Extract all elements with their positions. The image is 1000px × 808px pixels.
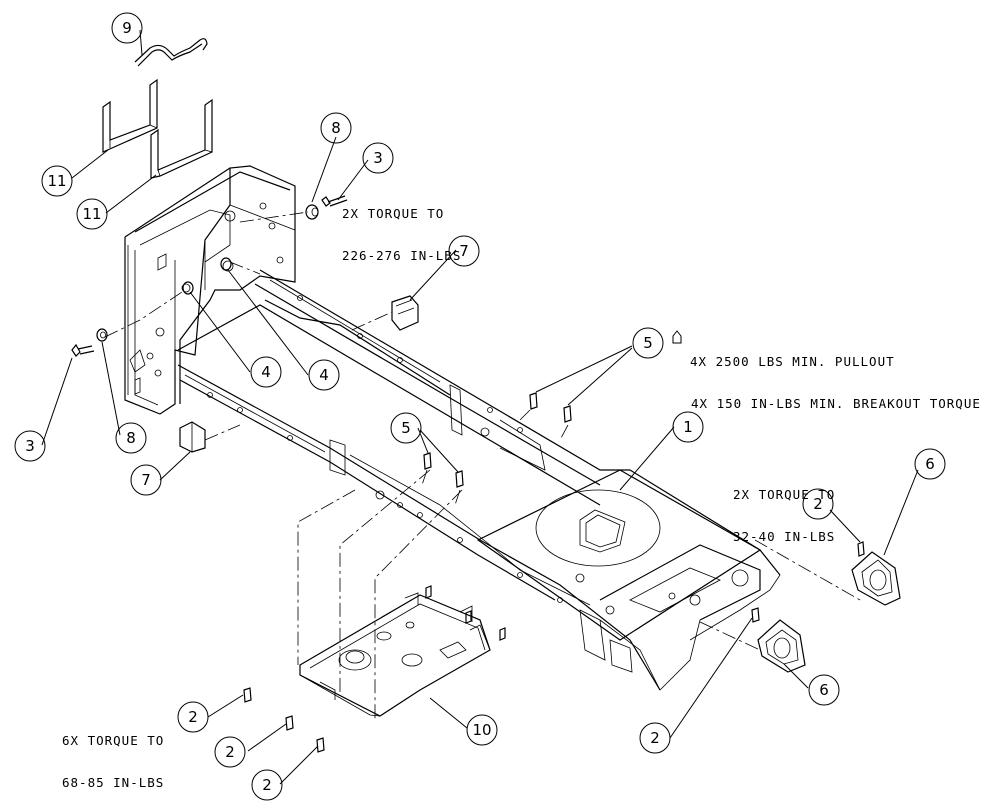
part-8-spacer-upper [305, 204, 319, 220]
svg-text:7: 7 [459, 242, 469, 260]
note-line: 68-85 IN-LBS [62, 775, 165, 790]
balloon-2-skid-left: 2 [177, 701, 209, 733]
note-pullout: 4X 2500 LBS MIN. PULLOUT 4X 150 IN-LBS M… [690, 327, 981, 425]
svg-text:2: 2 [813, 495, 823, 513]
svg-text:6: 6 [819, 681, 829, 699]
note-torque-68: 6X TORQUE TO 68-85 IN-LBS [62, 706, 164, 804]
svg-text:8: 8 [126, 429, 136, 447]
part-7-block-upper [391, 295, 419, 331]
balloon-9: 9 [111, 12, 143, 44]
svg-text:2: 2 [650, 729, 660, 747]
svg-text:9: 9 [122, 19, 132, 37]
note-line: 32-40 IN-LBS [733, 529, 836, 544]
part-8-spacer-left [96, 328, 108, 342]
svg-text:2: 2 [262, 776, 272, 794]
note-line: 6X TORQUE TO [62, 733, 165, 748]
part-3-bolt-left [71, 343, 95, 357]
balloon-5-center: 5 [390, 412, 422, 444]
svg-text:11: 11 [47, 172, 66, 190]
callout-balloons: 9 11 11 8 3 7 5 4 4 3 8 7 5 1 6 2 2 10 2… [14, 12, 946, 801]
balloon-8-upper: 8 [320, 112, 352, 144]
svg-text:10: 10 [472, 721, 491, 739]
note-line: 4X 2500 LBS MIN. PULLOUT [690, 354, 895, 369]
balloon-2-center: 2 [639, 722, 671, 754]
note-line: 2X TORQUE TO [342, 206, 445, 221]
svg-text:3: 3 [373, 149, 383, 167]
part-11-bracket-upper [102, 78, 158, 153]
part-6-mount-center [757, 619, 806, 673]
svg-text:8: 8 [331, 119, 341, 137]
pullout-note-marker [672, 330, 682, 344]
balloon-11-upper: 11 [41, 165, 73, 197]
part-9-wire-clip [134, 38, 208, 67]
svg-text:11: 11 [82, 205, 101, 223]
balloon-3-left: 3 [14, 430, 46, 462]
balloon-7-upper: 7 [448, 235, 480, 267]
balloon-5-right: 5 [632, 327, 664, 359]
balloon-6-center: 6 [808, 674, 840, 706]
balloon-3-upper: 3 [362, 142, 394, 174]
assembly-center-lines [104, 211, 861, 720]
balloon-2-right: 2 [802, 488, 834, 520]
svg-text:5: 5 [643, 334, 653, 352]
svg-text:1: 1 [683, 418, 693, 436]
leader-lines [41, 29, 919, 785]
balloon-2-skid-mid: 2 [214, 736, 246, 768]
part-11-bracket-lower [150, 98, 213, 179]
balloon-10: 10 [466, 714, 498, 746]
part-5-fasteners [423, 392, 572, 488]
svg-text:2: 2 [188, 708, 198, 726]
balloon-8-left: 8 [115, 422, 147, 454]
part-10-skid-plate [299, 592, 491, 717]
balloon-7-lower: 7 [130, 464, 162, 496]
part-6-mount-right [851, 551, 901, 606]
note-torque-32: 2X TORQUE TO 32-40 IN-LBS [733, 460, 835, 558]
svg-text:5: 5 [401, 419, 411, 437]
note-line: 226-276 IN-LBS [342, 248, 462, 263]
svg-text:2: 2 [225, 743, 235, 761]
svg-text:3: 3 [25, 437, 35, 455]
part-1-main-frame [177, 269, 781, 691]
part-3-bolt-upper [321, 195, 348, 207]
part-4-washers [182, 257, 232, 295]
note-line: 4X 150 IN-LBS MIN. BREAKOUT TORQUE [691, 396, 981, 411]
balloon-1: 1 [672, 411, 704, 443]
front-frame-housing [124, 165, 296, 415]
part-2-fasteners [243, 541, 865, 753]
balloon-4-right: 4 [308, 359, 340, 391]
svg-text:4: 4 [261, 363, 271, 381]
balloon-2-skid-bottom: 2 [251, 769, 283, 801]
balloon-4-left: 4 [250, 356, 282, 388]
balloon-6-right: 6 [914, 448, 946, 480]
balloon-11-lower: 11 [76, 198, 108, 230]
svg-text:6: 6 [925, 455, 935, 473]
note-line: 2X TORQUE TO [733, 487, 836, 502]
part-7-block-lower [179, 421, 206, 453]
svg-text:7: 7 [141, 471, 151, 489]
note-torque-226: 2X TORQUE TO 226-276 IN-LBS [342, 179, 461, 277]
svg-text:4: 4 [319, 366, 329, 384]
